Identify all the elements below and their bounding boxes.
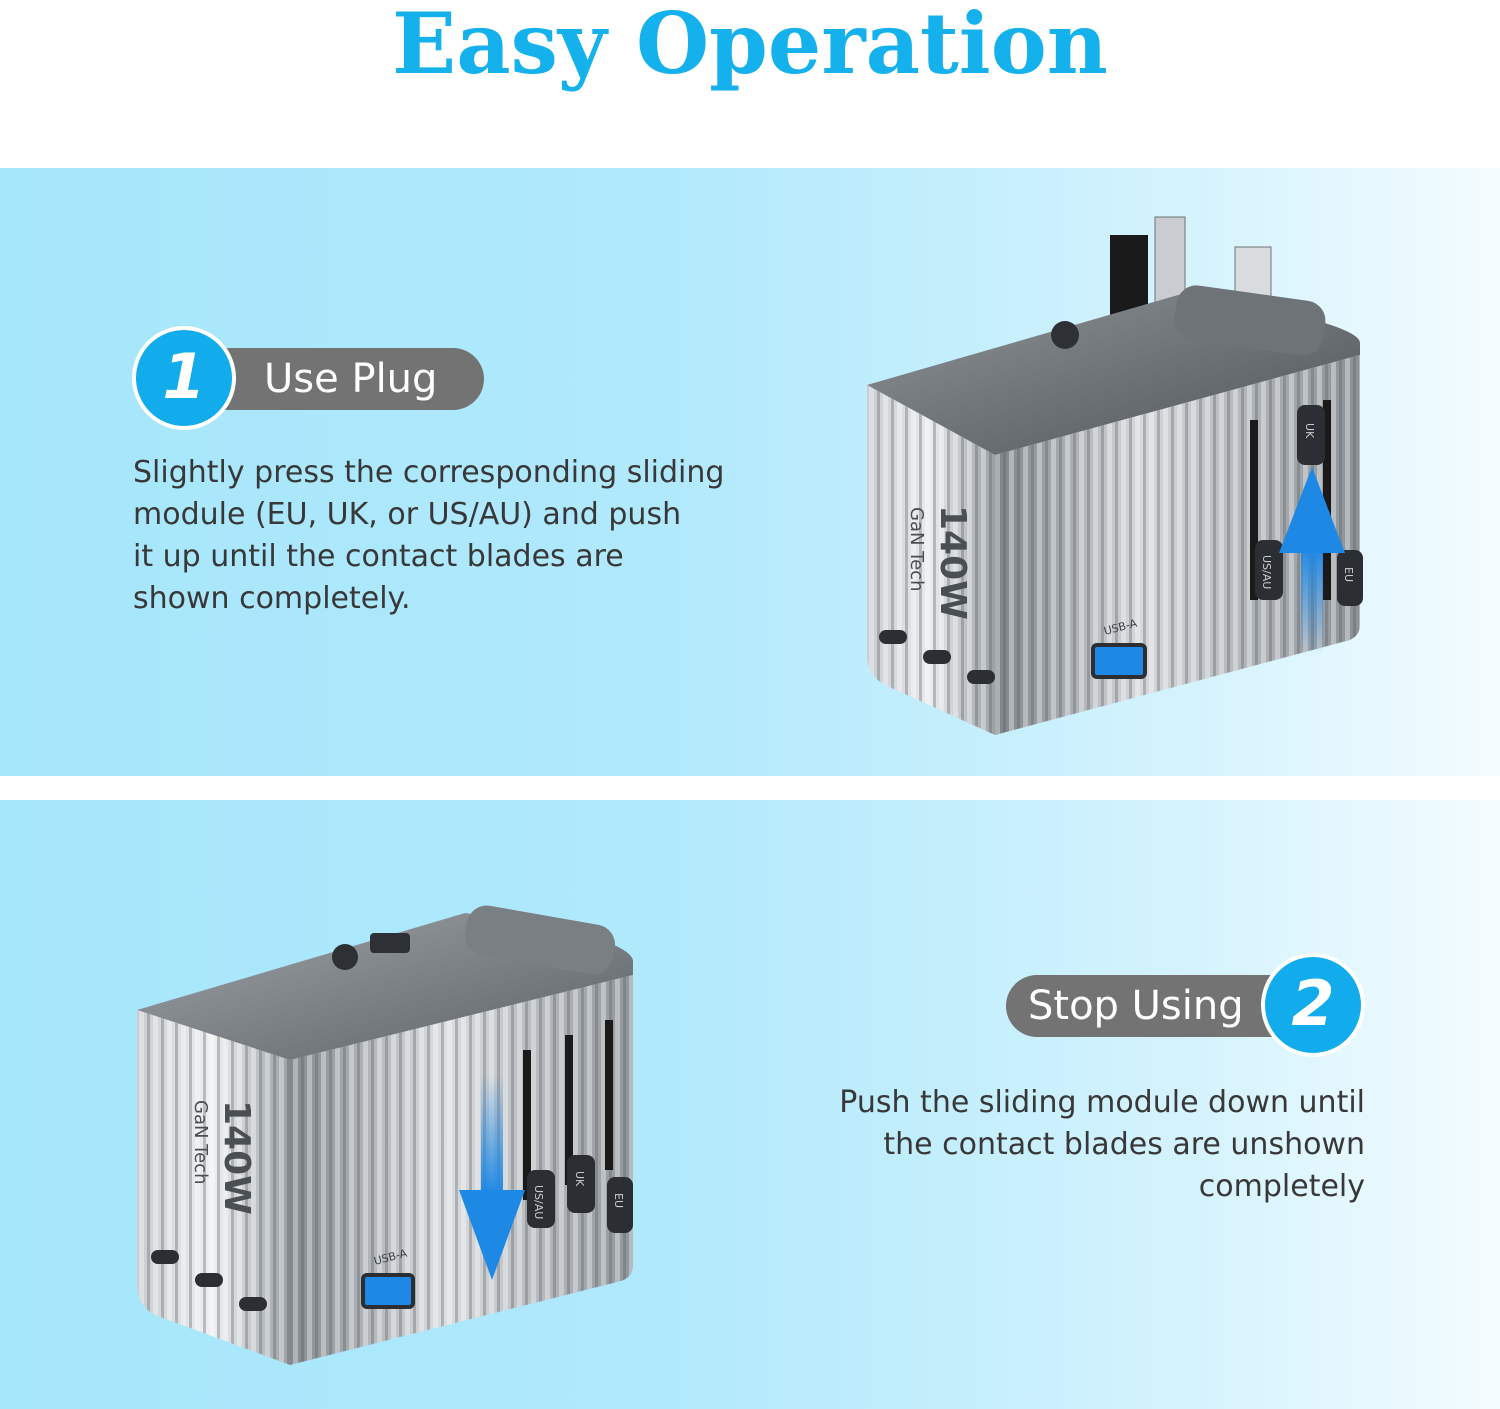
usb-a-port: [361, 1273, 415, 1309]
slider-label-eu: EU: [1342, 567, 1355, 582]
step-1-line: module (EU, UK, or US/AU) and push: [133, 497, 682, 532]
slider-knob-eu: [607, 1177, 633, 1233]
slider-knob-eu: [1337, 550, 1363, 606]
usb-c-port: [239, 1297, 267, 1311]
step-2-number: 2: [1261, 953, 1365, 1057]
slider-label-uk: UK: [1303, 423, 1316, 439]
step-2-line: the contact blades are unshown: [883, 1127, 1365, 1162]
usb-c-port: [879, 630, 907, 644]
adapter-retracted-image: 140W GaN Tech USB-A US/AU UK EU: [137, 905, 633, 1365]
slider-label-uk: UK: [573, 1171, 586, 1187]
adapter-plug-out-image: 140W GaN Tech USB-A US/AU UK EU: [867, 216, 1363, 735]
usb-c-port: [967, 670, 995, 684]
slider-label-eu: EU: [612, 1193, 625, 1208]
step-1-line: it up until the contact blades are: [133, 539, 624, 574]
step-2-label: Stop Using: [1028, 983, 1244, 1029]
step-2-line: Push the sliding module down until: [839, 1085, 1365, 1120]
usb-c-port: [923, 650, 951, 664]
usb-c-port: [195, 1273, 223, 1287]
arrow-up-icon: [1279, 467, 1345, 553]
step-2-description: Push the sliding module down until the c…: [760, 1082, 1365, 1208]
step-1-number: 1: [132, 326, 236, 430]
page-title: Easy Operation: [392, 0, 1108, 93]
brand-text: GaN Tech: [190, 1100, 211, 1184]
uk-blade-live: [1154, 216, 1186, 308]
step-1-line: shown completely.: [133, 581, 411, 616]
usb-a-port: [1091, 643, 1147, 679]
slider-knob-usau: [527, 1170, 555, 1228]
slider-knob-uk: [1297, 405, 1325, 465]
brand-text: GaN Tech: [906, 507, 927, 591]
wattage-text: 140W: [932, 505, 973, 620]
slider-label-usau: US/AU: [1260, 555, 1273, 589]
slider-label-usau: US/AU: [532, 1185, 545, 1219]
arrow-down-icon: [459, 1190, 525, 1280]
step-1-description: Slightly press the corresponding sliding…: [133, 452, 773, 620]
wattage-text: 140W: [216, 1100, 257, 1215]
slider-knob-uk: [567, 1155, 595, 1213]
step-2-line: completely: [1198, 1169, 1365, 1204]
usb-c-port: [151, 1250, 179, 1264]
slider-knob-usau: [1255, 540, 1283, 600]
step-1-line: Slightly press the corresponding sliding: [133, 455, 725, 490]
step-1-label: Use Plug: [264, 356, 438, 402]
